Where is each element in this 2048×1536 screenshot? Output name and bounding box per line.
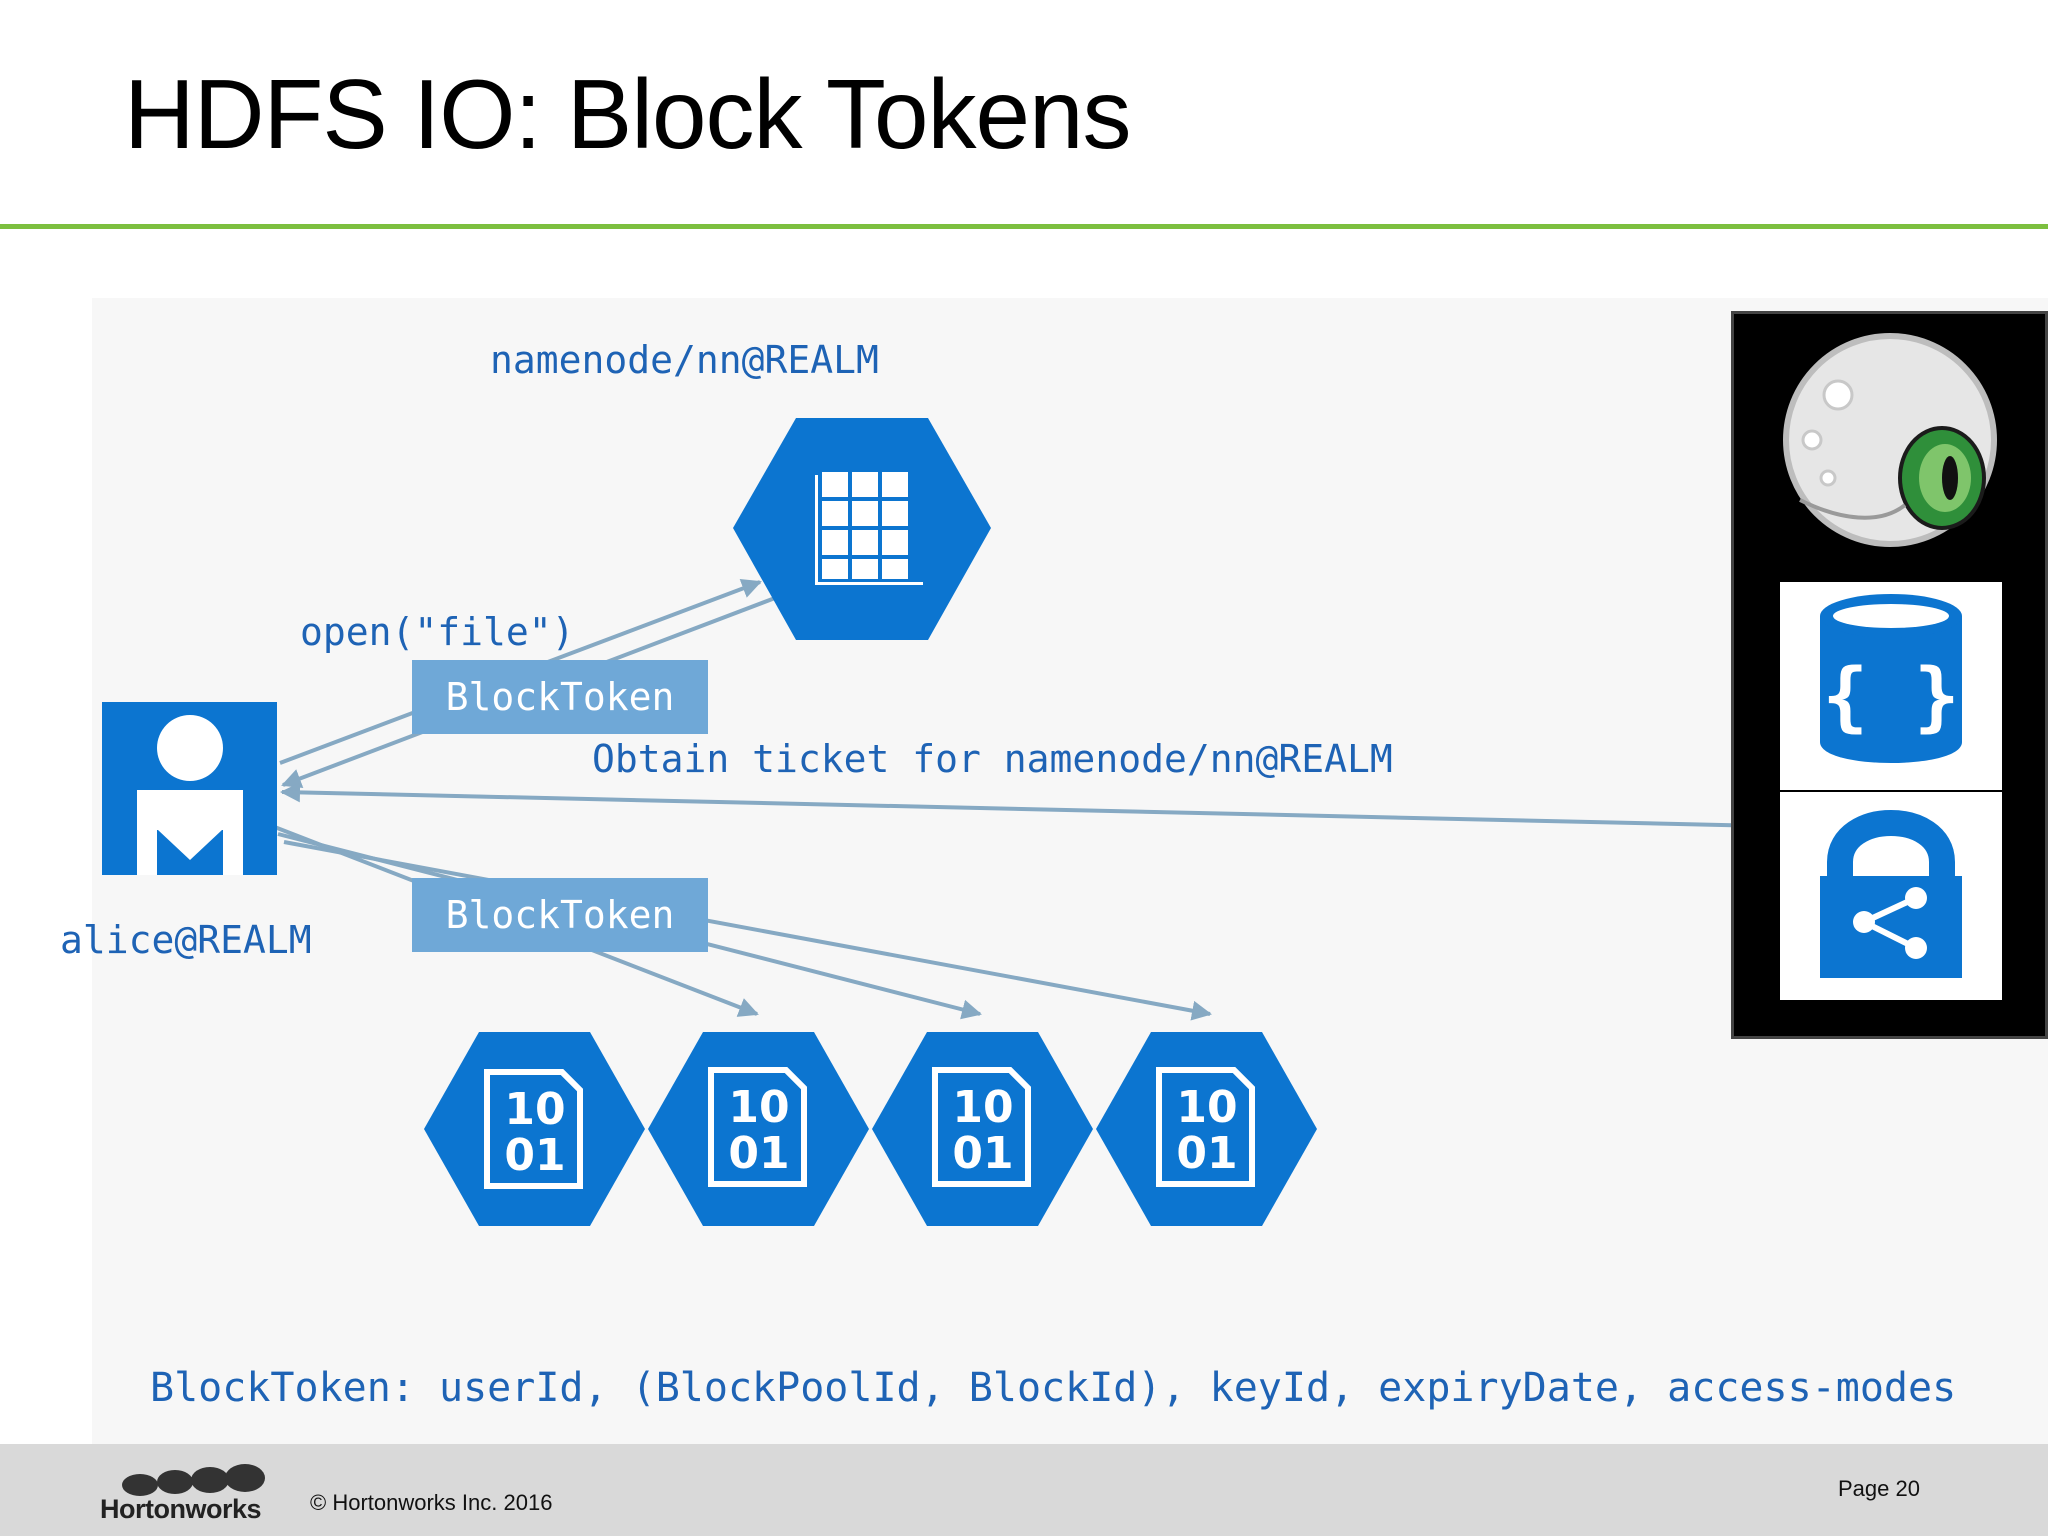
database-icon: { } <box>1820 594 1962 763</box>
datanode-glyph-top: 10 <box>952 1082 1013 1133</box>
open-call-label: open("file") <box>300 610 575 654</box>
obtain-ticket-label: Obtain ticket for namenode/nn@REALM <box>592 737 1393 781</box>
datanode-glyph-top: 10 <box>504 1084 565 1135</box>
datanode-arrow-3 <box>283 840 1212 1021</box>
footer-brand: Hortonworks <box>100 1494 262 1524</box>
block-token-definition: BlockToken: userId, (BlockPoolId, BlockI… <box>150 1365 1957 1411</box>
datanode-glyph-top: 10 <box>728 1082 789 1133</box>
datanode-glyph-top: 10 <box>1176 1082 1237 1133</box>
datanode-glyph-bottom: 01 <box>952 1128 1013 1179</box>
namenode-label: namenode/nn@REALM <box>490 338 879 382</box>
block-token-badge-bottom: BlockToken <box>412 878 708 952</box>
lock-share-icon <box>1820 810 1962 978</box>
datanode-icon <box>872 1032 1093 1226</box>
title-divider <box>0 224 2048 229</box>
namenode-icon <box>733 418 991 640</box>
datanode-glyph-bottom: 01 <box>1176 1128 1237 1179</box>
datanode-icon <box>424 1032 645 1226</box>
user-icon <box>102 702 277 875</box>
client-label: alice@REALM <box>60 918 312 962</box>
slide-title: HDFS IO: Block Tokens <box>124 59 1132 169</box>
ticket-request-arrow <box>289 790 1768 834</box>
datanode-glyph-bottom: 01 <box>728 1128 789 1179</box>
footer-copyright: © Hortonworks Inc. 2016 <box>310 1490 553 1515</box>
svg-text:{ }: { } <box>1822 651 1959 740</box>
datanode-icon <box>648 1032 869 1226</box>
kdc-eye-icon <box>1783 333 1997 547</box>
diagram-background <box>92 298 2048 1448</box>
datanode-icon <box>1096 1032 1317 1226</box>
footer-bar <box>0 1444 2048 1536</box>
block-token-badge-top: BlockToken <box>412 660 708 734</box>
page-number: Page 20 <box>1838 1476 1920 1501</box>
datanode-glyph-bottom: 01 <box>504 1130 565 1181</box>
